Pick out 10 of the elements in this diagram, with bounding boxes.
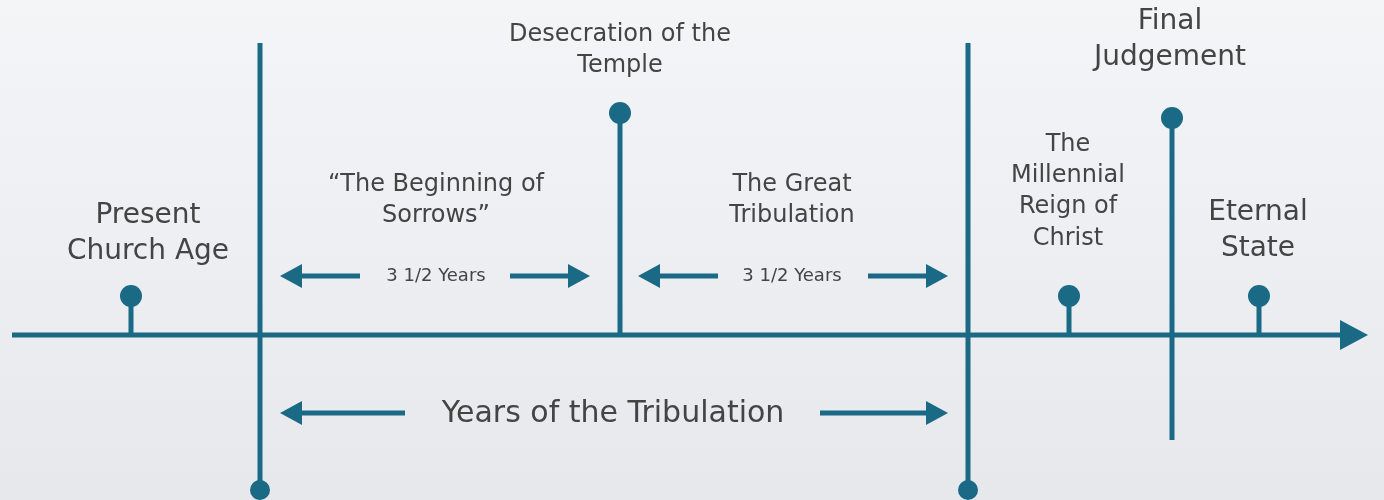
duration-label: 3 1/2 Years — [741, 263, 843, 287]
era-label: The Millennial Reign of Christ — [1010, 128, 1126, 253]
era-label: Eternal State — [1207, 193, 1309, 266]
duration-label: Years of the Tribulation — [440, 393, 786, 431]
era-label: Present Church Age — [65, 196, 231, 269]
era-label: The Great Tribulation — [728, 168, 856, 231]
event-label: Final Judgement — [1091, 2, 1247, 75]
event-label: Desecration of the Temple — [507, 18, 732, 81]
era-label: “The Beginning of Sorrows” — [326, 168, 546, 231]
duration-label: 3 1/2 Years — [385, 263, 487, 287]
